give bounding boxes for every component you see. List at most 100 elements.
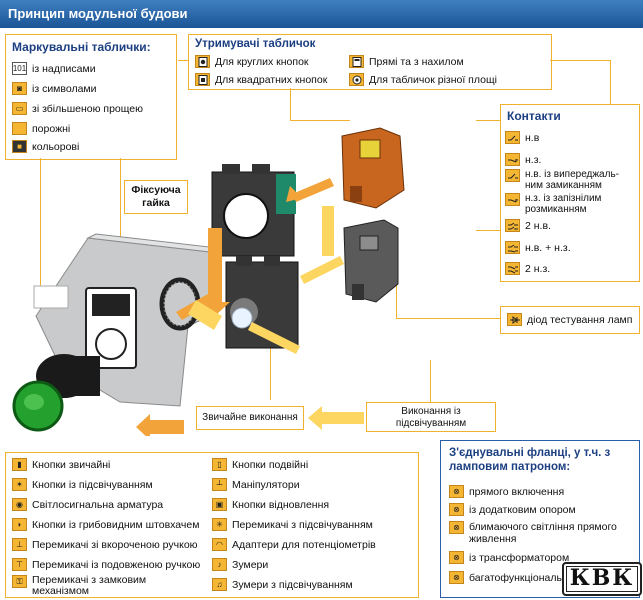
contacts-item: н.в — [505, 131, 539, 144]
pushbutton-icon: ▮ — [12, 458, 27, 471]
two-no-icon — [505, 219, 520, 232]
short-handle-switch-icon: ⊥ — [12, 538, 27, 551]
illuminated-switch-icon: ✳ — [212, 518, 227, 531]
flashing-flange-icon: ⊗ — [449, 521, 464, 534]
device-item: ⊤ Перемикачі із подовженою ручкою — [12, 558, 200, 571]
connector-line — [290, 88, 291, 120]
contacts-item: н.в. із випереджаль- ним замиканням — [505, 169, 619, 191]
markings-item: ▭ зі збільшеною прощею — [12, 102, 143, 115]
markings-item: ◙ із символами — [12, 82, 97, 95]
no-contact-icon — [505, 131, 520, 144]
devices-panel: ▮ Кнопки звичайні ✶ Кнопки із підсвічува… — [5, 452, 419, 598]
markings-item: 101 із надписами — [12, 62, 96, 75]
flange-item: ⊗ прямого включення — [449, 485, 564, 498]
device-item: ▮ Кнопки звичайні — [12, 458, 110, 471]
connector-line — [396, 280, 397, 318]
contacts-item: 2 н.в. — [505, 219, 551, 232]
holder-module-round — [211, 164, 296, 257]
fixing-nut-callout: Фіксуюча гайка — [124, 180, 188, 214]
round-holder-icon — [195, 55, 210, 68]
contacts-panel: Контакти н.в н.з. н.в. із випереджаль- н… — [500, 104, 640, 282]
connector-line — [396, 318, 500, 319]
color-label-icon: ■ — [12, 140, 27, 153]
holders-title: Утримувачі табличок — [195, 38, 316, 50]
contact-block-orange — [341, 127, 405, 209]
assembly-arrows-yellow — [188, 206, 364, 430]
connector-line — [550, 60, 610, 61]
markings-item: ■ кольорові — [12, 140, 79, 153]
header-bar: Принцип модульної будови — [0, 0, 643, 28]
flanges-title: З'єднувальні фланці, у т.ч. з ламповим п… — [449, 447, 611, 473]
flange-item: ⊗ із трансформатором — [449, 551, 569, 564]
late-contact-icon — [505, 193, 520, 206]
connector-line — [430, 360, 431, 402]
device-item: ⊥ Перемикачі зі вкороченою ручкою — [12, 538, 198, 551]
various-holder-icon — [349, 73, 364, 86]
diode-icon — [507, 313, 522, 326]
contacts-item: н.в. + н.з. — [505, 241, 571, 254]
reset-button-icon: ▣ — [212, 498, 227, 511]
contact-block-grey — [343, 219, 399, 303]
key-switch-icon: ⚿ — [12, 575, 27, 588]
large-label-icon: ▭ — [12, 102, 27, 115]
diode-item: діод тестування ламп — [507, 313, 632, 326]
connector-line — [270, 340, 271, 400]
connector-line — [476, 230, 500, 231]
device-item: ▯ Кнопки подвійні — [212, 458, 308, 471]
flange-item: ⊗ багатофункціональні — [449, 571, 570, 584]
mushroom-button-icon: ◗ — [12, 518, 27, 531]
transformer-flange-icon: ⊗ — [449, 551, 464, 564]
holders-item: Для круглих кнопок — [195, 55, 309, 68]
illuminated-version-callout: Виконання із підсвічуванням — [366, 402, 496, 432]
markings-item: порожні — [12, 122, 70, 135]
connector-line — [178, 60, 188, 61]
device-item: ✶ Кнопки із підсвічуванням — [12, 478, 153, 491]
nc-contact-icon — [505, 153, 520, 166]
resistor-flange-icon: ⊗ — [449, 503, 464, 516]
exploded-assembly-diagram — [12, 127, 405, 436]
connector-line — [290, 120, 350, 121]
device-item: ◠ Адаптери для потенціометрів — [212, 538, 376, 551]
contacts-item: н.з. — [505, 153, 541, 166]
flange-item: ⊗ блимаючого світління прямого живлення — [449, 521, 617, 545]
contacts-item: н.з. із запізнілим розмиканням — [505, 193, 601, 215]
device-item: ♫ Зумери з підсвічуванням — [212, 578, 353, 591]
connector-line — [610, 60, 611, 104]
symbol-label-icon: ◙ — [12, 82, 27, 95]
pot-adapter-icon: ◠ — [212, 538, 227, 551]
illuminated-buzzer-icon: ♫ — [212, 578, 227, 591]
contacts-item: 2 н.з. — [505, 262, 550, 275]
two-nc-icon — [505, 262, 520, 275]
direct-flange-icon: ⊗ — [449, 485, 464, 498]
device-item: ┴ Маніпулятори — [212, 478, 300, 491]
holders-item: Для квадратних кнопок — [195, 73, 327, 86]
lamp-module — [225, 256, 299, 349]
connector-line — [120, 158, 121, 298]
square-holder-icon — [195, 73, 210, 86]
device-item: ✳ Перемикачі з підсвічуванням — [212, 518, 373, 531]
device-item: ◗ Кнопки із грибовидним штовхачем — [12, 518, 199, 531]
standard-version-callout: Звичайне виконання — [196, 406, 304, 430]
illuminated-button-icon: ✶ — [12, 478, 27, 491]
device-item: ◉ Світлосигнальна арматура — [12, 498, 163, 511]
label-plate — [33, 285, 69, 309]
buzzer-icon: ♪ — [212, 558, 227, 571]
kvk-logo: КВК — [562, 562, 642, 596]
empty-label-icon — [12, 122, 27, 135]
no-nc-icon — [505, 241, 520, 254]
indicator-icon: ◉ — [12, 498, 27, 511]
page-title: Принцип модульної будови — [8, 6, 188, 21]
multifunction-flange-icon: ⊗ — [449, 571, 464, 584]
device-item: ▣ Кнопки відновлення — [212, 498, 329, 511]
label-holder — [85, 287, 137, 369]
holders-item: Прямі та з нахилом — [349, 55, 464, 68]
joystick-icon: ┴ — [212, 478, 227, 491]
flange-item: ⊗ із додатковим опором — [449, 503, 576, 516]
markings-title: Маркувальні таблички: — [12, 40, 151, 54]
long-handle-switch-icon: ⊤ — [12, 558, 27, 571]
green-pushbutton — [12, 354, 100, 432]
connector-line — [40, 158, 41, 318]
device-item: ⚿ Перемикачі з замковим механізмом — [12, 575, 146, 597]
early-contact-icon — [505, 169, 520, 182]
diode-panel: діод тестування ламп — [500, 306, 640, 334]
